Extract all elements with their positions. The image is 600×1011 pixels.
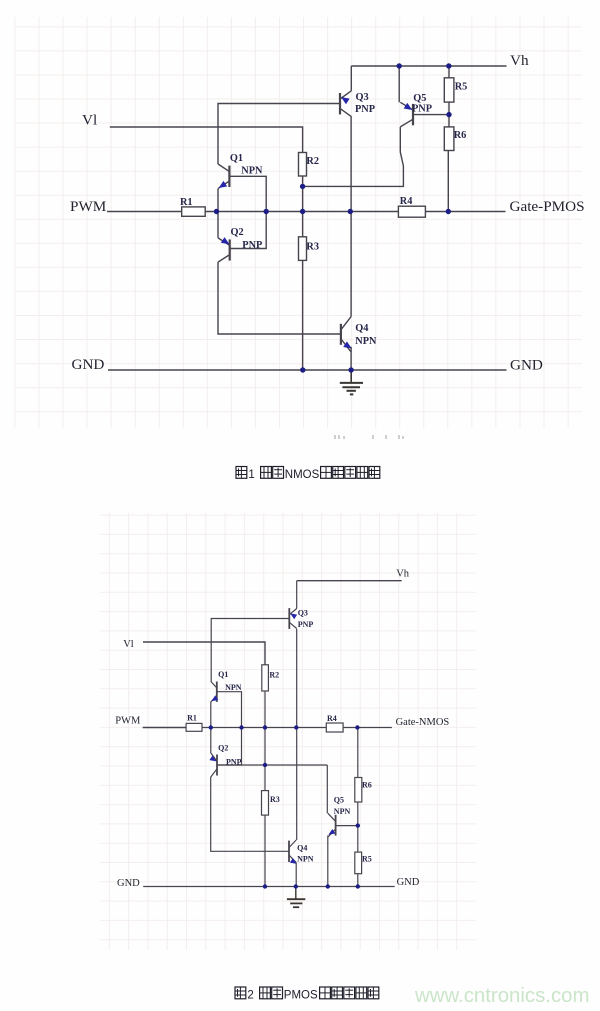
svg-text:R1: R1 [180, 197, 193, 208]
svg-text:R3: R3 [306, 241, 319, 252]
svg-text:Q3: Q3 [356, 92, 369, 103]
svg-text:Q1: Q1 [230, 153, 243, 164]
svg-text:NMOS: NMOS [285, 469, 320, 481]
svg-text:PNP: PNP [242, 240, 262, 251]
svg-text:Q3: Q3 [298, 609, 308, 618]
svg-text:R6: R6 [454, 130, 467, 141]
svg-text:PWM: PWM [70, 198, 107, 215]
svg-text:1: 1 [248, 469, 254, 481]
svg-text:Q4: Q4 [297, 844, 307, 853]
svg-text:NPN: NPN [225, 683, 242, 692]
svg-text:Q5: Q5 [334, 795, 344, 804]
svg-text:Q4: Q4 [355, 323, 368, 334]
svg-text:Vh: Vh [510, 52, 529, 69]
svg-text:PNP: PNP [298, 620, 314, 629]
svg-text:R2: R2 [306, 156, 319, 167]
svg-text:R5: R5 [362, 854, 372, 863]
svg-text:GND: GND [397, 877, 420, 888]
svg-text:Q2: Q2 [218, 743, 228, 752]
svg-text:R3: R3 [270, 795, 280, 804]
svg-text:Vl: Vl [82, 112, 97, 129]
svg-text:NPN: NPN [355, 336, 377, 347]
svg-text:R4: R4 [400, 196, 413, 207]
svg-text:GND: GND [117, 878, 140, 889]
svg-text:PMOS: PMOS [284, 990, 318, 1002]
svg-text:Q2: Q2 [231, 227, 244, 238]
svg-text:NPN: NPN [334, 807, 351, 816]
svg-text:NPN: NPN [241, 166, 263, 177]
svg-text:Gate-NMOS: Gate-NMOS [396, 717, 450, 728]
svg-text:R5: R5 [455, 81, 468, 92]
svg-text:PWM: PWM [115, 716, 141, 727]
svg-text:R4: R4 [327, 714, 337, 723]
svg-text:R2: R2 [269, 670, 279, 679]
svg-text:PNP: PNP [355, 104, 375, 115]
svg-text:PNP: PNP [412, 104, 432, 115]
svg-text:www.cntronics.com: www.cntronics.com [414, 985, 590, 1007]
svg-text:Vh: Vh [396, 569, 410, 580]
svg-text:Q5: Q5 [413, 93, 426, 104]
svg-text:GND: GND [72, 356, 105, 373]
svg-text:R6: R6 [362, 781, 372, 790]
svg-text:PNP: PNP [226, 757, 242, 766]
svg-text:Vl: Vl [123, 639, 134, 650]
svg-text:Gate-PMOS: Gate-PMOS [510, 198, 585, 215]
svg-text:Q1: Q1 [218, 670, 228, 679]
svg-text:GND: GND [510, 357, 543, 374]
svg-text:2: 2 [247, 990, 253, 1002]
svg-text:R1: R1 [187, 713, 197, 722]
svg-text:NPN: NPN [297, 855, 314, 864]
